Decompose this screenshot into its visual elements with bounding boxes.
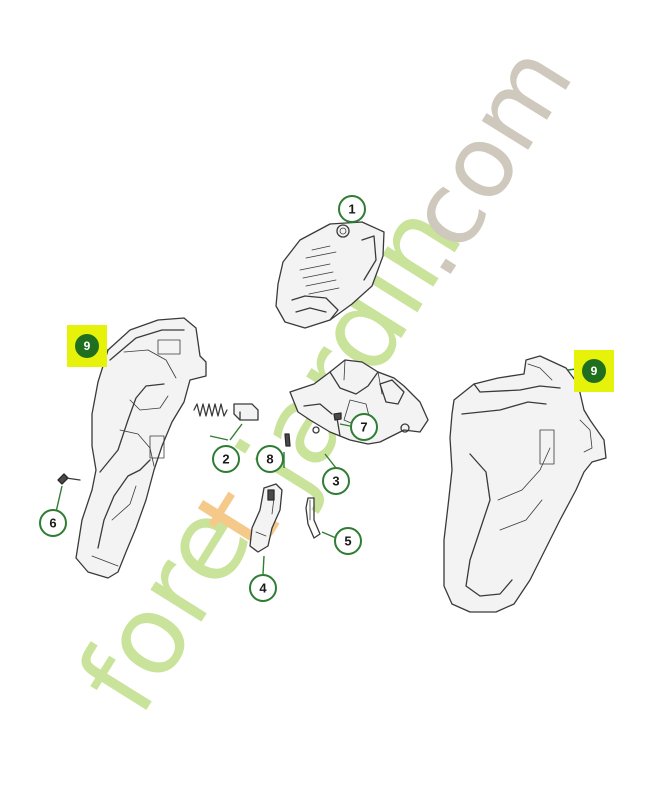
callout-9-right: 9 [574,350,614,392]
callout-4-label: 4 [259,581,267,596]
callout-1-label: 1 [348,202,355,217]
part-7-screw [333,412,342,437]
callout-8-label: 8 [266,452,273,467]
callout-5-label: 5 [344,534,351,549]
callout-9-left: 9 [67,325,107,367]
part-2-spring-and-block [193,403,259,421]
callout-9-right-label: 9 [591,364,598,378]
callout-4: 4 [249,574,277,602]
part-8-pin [284,433,291,447]
callout-6-label: 6 [49,516,56,531]
part-5-latch [305,497,321,539]
callout-5: 5 [334,527,362,555]
part-9-left-handle [75,317,207,579]
callout-8: 8 [256,445,284,473]
callout-7-label: 7 [360,420,367,435]
part-1-top-cover [275,221,385,329]
callout-9-left-label: 9 [84,339,91,353]
part-9-right-handle [443,355,607,613]
callout-6: 6 [39,509,67,537]
callout-3-label: 3 [332,474,339,489]
callout-1: 1 [338,195,366,223]
callout-2-label: 2 [222,452,229,467]
callout-7: 7 [350,413,378,441]
part-3-inner-plate [289,359,429,445]
callout-3: 3 [322,467,350,495]
callout-2: 2 [212,445,240,473]
part-4-trigger [249,483,283,553]
watermark-text-com: .com [366,26,595,296]
part-6-screw [57,473,81,485]
